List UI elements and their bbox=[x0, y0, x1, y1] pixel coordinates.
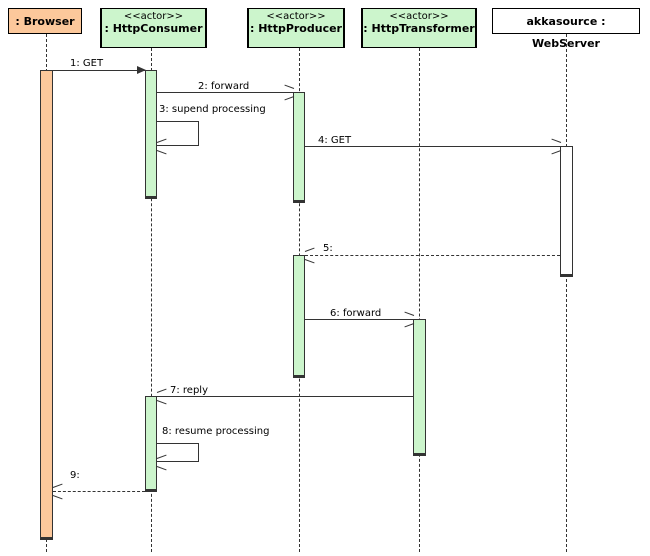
activation-bar-http-producer bbox=[293, 92, 305, 203]
message-line-7 bbox=[157, 396, 414, 397]
activation-bar-browser bbox=[40, 70, 53, 540]
participant-stereotype: <<actor>> bbox=[123, 11, 184, 22]
participant-stereotype: <<actor>> bbox=[266, 11, 326, 22]
participant-browser[interactable]: : Browser bbox=[8, 8, 82, 34]
participant-web-server[interactable]: akkasource : WebServer bbox=[492, 8, 640, 50]
message-line-4 bbox=[305, 146, 561, 147]
message-label-8: 8: resume processing bbox=[162, 426, 270, 437]
arrow-head-7 bbox=[157, 392, 166, 401]
arrow-head-8 bbox=[157, 458, 166, 467]
participant-http-transformer[interactable]: <<actor>>: HttpTransformer bbox=[361, 8, 477, 48]
arrow-head-6 bbox=[404, 315, 413, 324]
message-label-7: 7: reply bbox=[170, 385, 208, 396]
participant-name: : Browser bbox=[15, 15, 75, 28]
arrow-head-4 bbox=[551, 142, 560, 151]
lifeline-web-server bbox=[566, 34, 567, 552]
message-line-9 bbox=[53, 491, 145, 492]
activation-bar-http-transformer bbox=[413, 319, 426, 456]
arrow-head-2 bbox=[284, 88, 293, 97]
message-label-3: 3: supend processing bbox=[159, 104, 266, 115]
activation-bar-http-consumer bbox=[145, 70, 157, 199]
participant-name: : HttpTransformer bbox=[363, 21, 475, 35]
arrow-head-9 bbox=[53, 487, 62, 496]
message-line-6 bbox=[305, 319, 414, 320]
self-message-8 bbox=[157, 443, 199, 462]
activation-bar-web-server bbox=[560, 146, 573, 277]
message-label-4: 4: GET bbox=[318, 135, 352, 146]
participant-http-producer[interactable]: <<actor>>: HttpProducer bbox=[247, 8, 345, 48]
arrow-head-5 bbox=[305, 251, 314, 260]
message-label-5: 5: bbox=[323, 243, 333, 254]
self-message-3 bbox=[157, 121, 199, 146]
lifeline-http-consumer bbox=[151, 48, 152, 552]
message-label-2: 2: forward bbox=[198, 81, 250, 92]
message-line-1 bbox=[52, 70, 146, 71]
message-label-1: 1: GET bbox=[70, 58, 104, 69]
participant-name: : HttpProducer bbox=[250, 21, 342, 35]
activation-bar-http-producer bbox=[293, 255, 305, 378]
message-line-2 bbox=[157, 92, 294, 93]
participant-stereotype: <<actor>> bbox=[389, 11, 449, 22]
participant-name: : HttpConsumer bbox=[104, 21, 203, 35]
message-line-5 bbox=[305, 255, 560, 256]
participant-http-consumer[interactable]: <<actor>>: HttpConsumer bbox=[100, 8, 207, 48]
arrow-head-1 bbox=[137, 66, 146, 74]
activation-bar-http-consumer bbox=[145, 396, 157, 492]
arrow-head-3 bbox=[157, 142, 166, 151]
lifeline-http-transformer bbox=[419, 48, 420, 552]
participant-name: akkasource : WebServer bbox=[526, 15, 606, 50]
message-label-9: 9: bbox=[70, 470, 80, 481]
message-label-6: 6: forward bbox=[330, 308, 382, 319]
